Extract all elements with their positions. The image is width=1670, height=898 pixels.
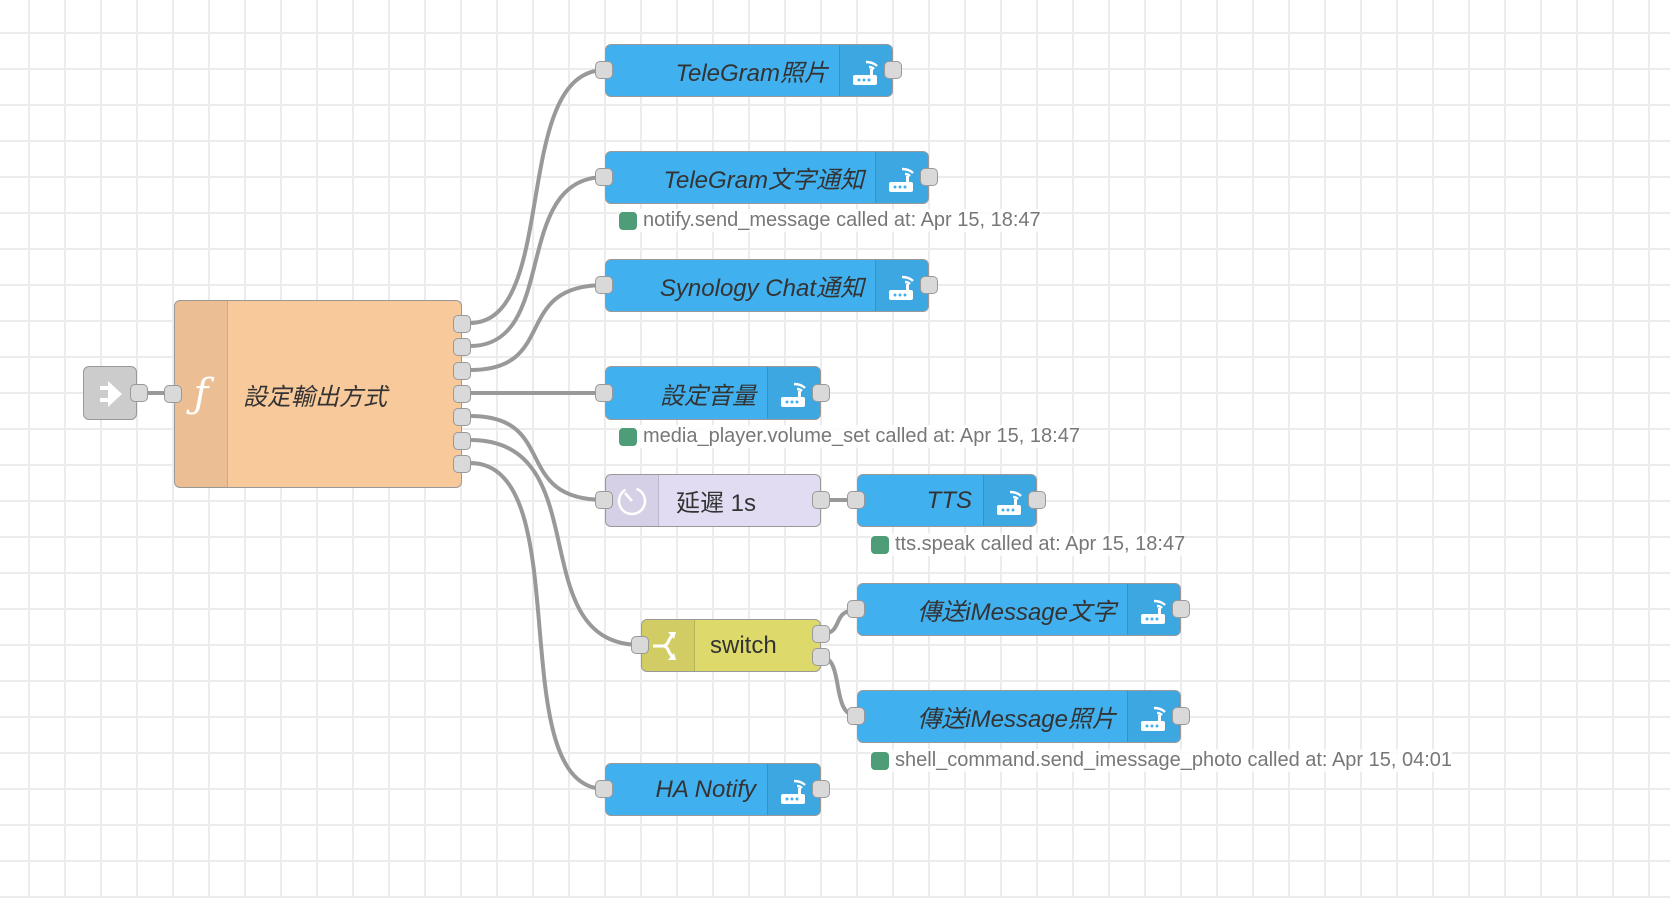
status-text: notify.send_message called at: Apr 15, 1…: [643, 209, 1041, 231]
router-icon: [1127, 584, 1180, 635]
status-text: media_player.volume_set called at: Apr 1…: [643, 425, 1080, 447]
link-in-icon: [94, 379, 126, 414]
wire-function-to-ha-notify[interactable]: [469, 461, 606, 791]
output-port[interactable]: [812, 491, 830, 509]
status-text: shell_command.send_imessage_photo called…: [895, 749, 1453, 771]
switch-icon: [653, 631, 676, 660]
input-port[interactable]: [595, 276, 613, 294]
input-port[interactable]: [595, 780, 613, 798]
switch-output-port-1[interactable]: [812, 625, 830, 643]
function-output-port-6[interactable]: [453, 432, 471, 450]
wire-function-to-synology[interactable]: [469, 283, 606, 372]
input-port[interactable]: [631, 636, 649, 654]
router-icon: [875, 260, 928, 311]
delay-label: 延遲 1s: [676, 490, 757, 517]
imessage-text-node[interactable]: 傳送iMessage文字: [847, 583, 1190, 636]
imessage-photo-label: 傳送iMessage照片: [917, 706, 1116, 733]
switch-label: switch: [710, 631, 777, 659]
telegram-text-status: notify.send_message called at: Apr 15, 1…: [619, 209, 1041, 232]
telegram-photo-node[interactable]: TeleGram照片: [595, 44, 902, 97]
function-output-port-1[interactable]: [453, 315, 471, 333]
tts-label: TTS: [926, 486, 972, 514]
function-node-label: 設定輸出方式: [243, 383, 387, 411]
switch-output-port-2[interactable]: [812, 648, 830, 666]
output-port[interactable]: [884, 61, 902, 79]
tts-status: tts.speak called at: Apr 15, 18:47: [871, 533, 1186, 556]
set-volume-status: media_player.volume_set called at: Apr 1…: [619, 425, 1080, 448]
input-port[interactable]: [595, 384, 613, 402]
router-icon: [839, 45, 892, 96]
synology-chat-label: Synology Chat通知: [659, 275, 864, 302]
function-output-port-2[interactable]: [453, 338, 471, 356]
set-volume-label: 設定音量: [660, 382, 756, 410]
router-icon: [983, 475, 1036, 526]
output-port[interactable]: [812, 780, 830, 798]
link-in-node[interactable]: [83, 366, 148, 420]
router-icon: [767, 367, 820, 419]
function-output-port-4[interactable]: [453, 385, 471, 403]
imessage-text-label: 傳送iMessage文字: [917, 599, 1116, 626]
router-icon: [1127, 691, 1180, 742]
input-port[interactable]: [847, 491, 865, 509]
timer-icon: [617, 486, 647, 515]
timer-icon-area: [606, 475, 659, 526]
input-port[interactable]: [847, 600, 865, 618]
input-port[interactable]: [847, 707, 865, 725]
output-port[interactable]: [920, 276, 938, 294]
output-port[interactable]: [1172, 600, 1190, 618]
output-port[interactable]: [920, 168, 938, 186]
status-dot-icon: [619, 427, 637, 446]
output-port[interactable]: [812, 384, 830, 402]
telegram-photo-label: TeleGram照片: [675, 60, 828, 87]
function-icon: ƒ: [193, 371, 209, 417]
wire-function-to-delay[interactable]: [469, 414, 606, 502]
synology-chat-node[interactable]: Synology Chat通知: [595, 259, 938, 312]
function-output-port-7[interactable]: [453, 455, 471, 473]
function-icon-area: ƒ: [175, 301, 228, 487]
tts-node[interactable]: TTS: [847, 474, 1046, 527]
input-port[interactable]: [595, 491, 613, 509]
router-icon: [875, 152, 928, 203]
status-text: tts.speak called at: Apr 15, 18:47: [895, 533, 1186, 555]
ha-notify-label: HA Notify: [655, 775, 756, 803]
wire-function-to-telegram-text[interactable]: [469, 175, 606, 348]
wire-function-to-telegram-photo[interactable]: [469, 68, 606, 325]
output-port[interactable]: [1172, 707, 1190, 725]
router-icon: [767, 764, 820, 815]
imessage-photo-node[interactable]: 傳送iMessage照片: [847, 690, 1190, 743]
input-port[interactable]: [595, 61, 613, 79]
status-dot-icon: [871, 535, 889, 554]
function-node[interactable]: ƒ 設定輸出方式: [164, 300, 471, 488]
function-input-port[interactable]: [164, 385, 182, 403]
switch-node[interactable]: switch: [631, 619, 830, 672]
input-port[interactable]: [595, 168, 613, 186]
status-dot-icon: [619, 211, 637, 230]
link-in-output-port[interactable]: [130, 384, 148, 402]
wire-function-to-switch[interactable]: [469, 438, 642, 647]
function-output-port-5[interactable]: [453, 408, 471, 426]
function-output-port-3[interactable]: [453, 362, 471, 380]
output-port[interactable]: [1028, 491, 1046, 509]
switch-icon-area: [642, 620, 695, 671]
telegram-text-node[interactable]: TeleGram文字通知: [595, 151, 938, 204]
status-dot-icon: [871, 751, 889, 770]
delay-node[interactable]: 延遲 1s: [595, 474, 830, 527]
ha-notify-node[interactable]: HA Notify: [595, 763, 830, 816]
imessage-photo-status: shell_command.send_imessage_photo called…: [871, 749, 1453, 772]
telegram-text-label: TeleGram文字通知: [663, 167, 864, 194]
set-volume-node[interactable]: 設定音量: [595, 366, 830, 420]
